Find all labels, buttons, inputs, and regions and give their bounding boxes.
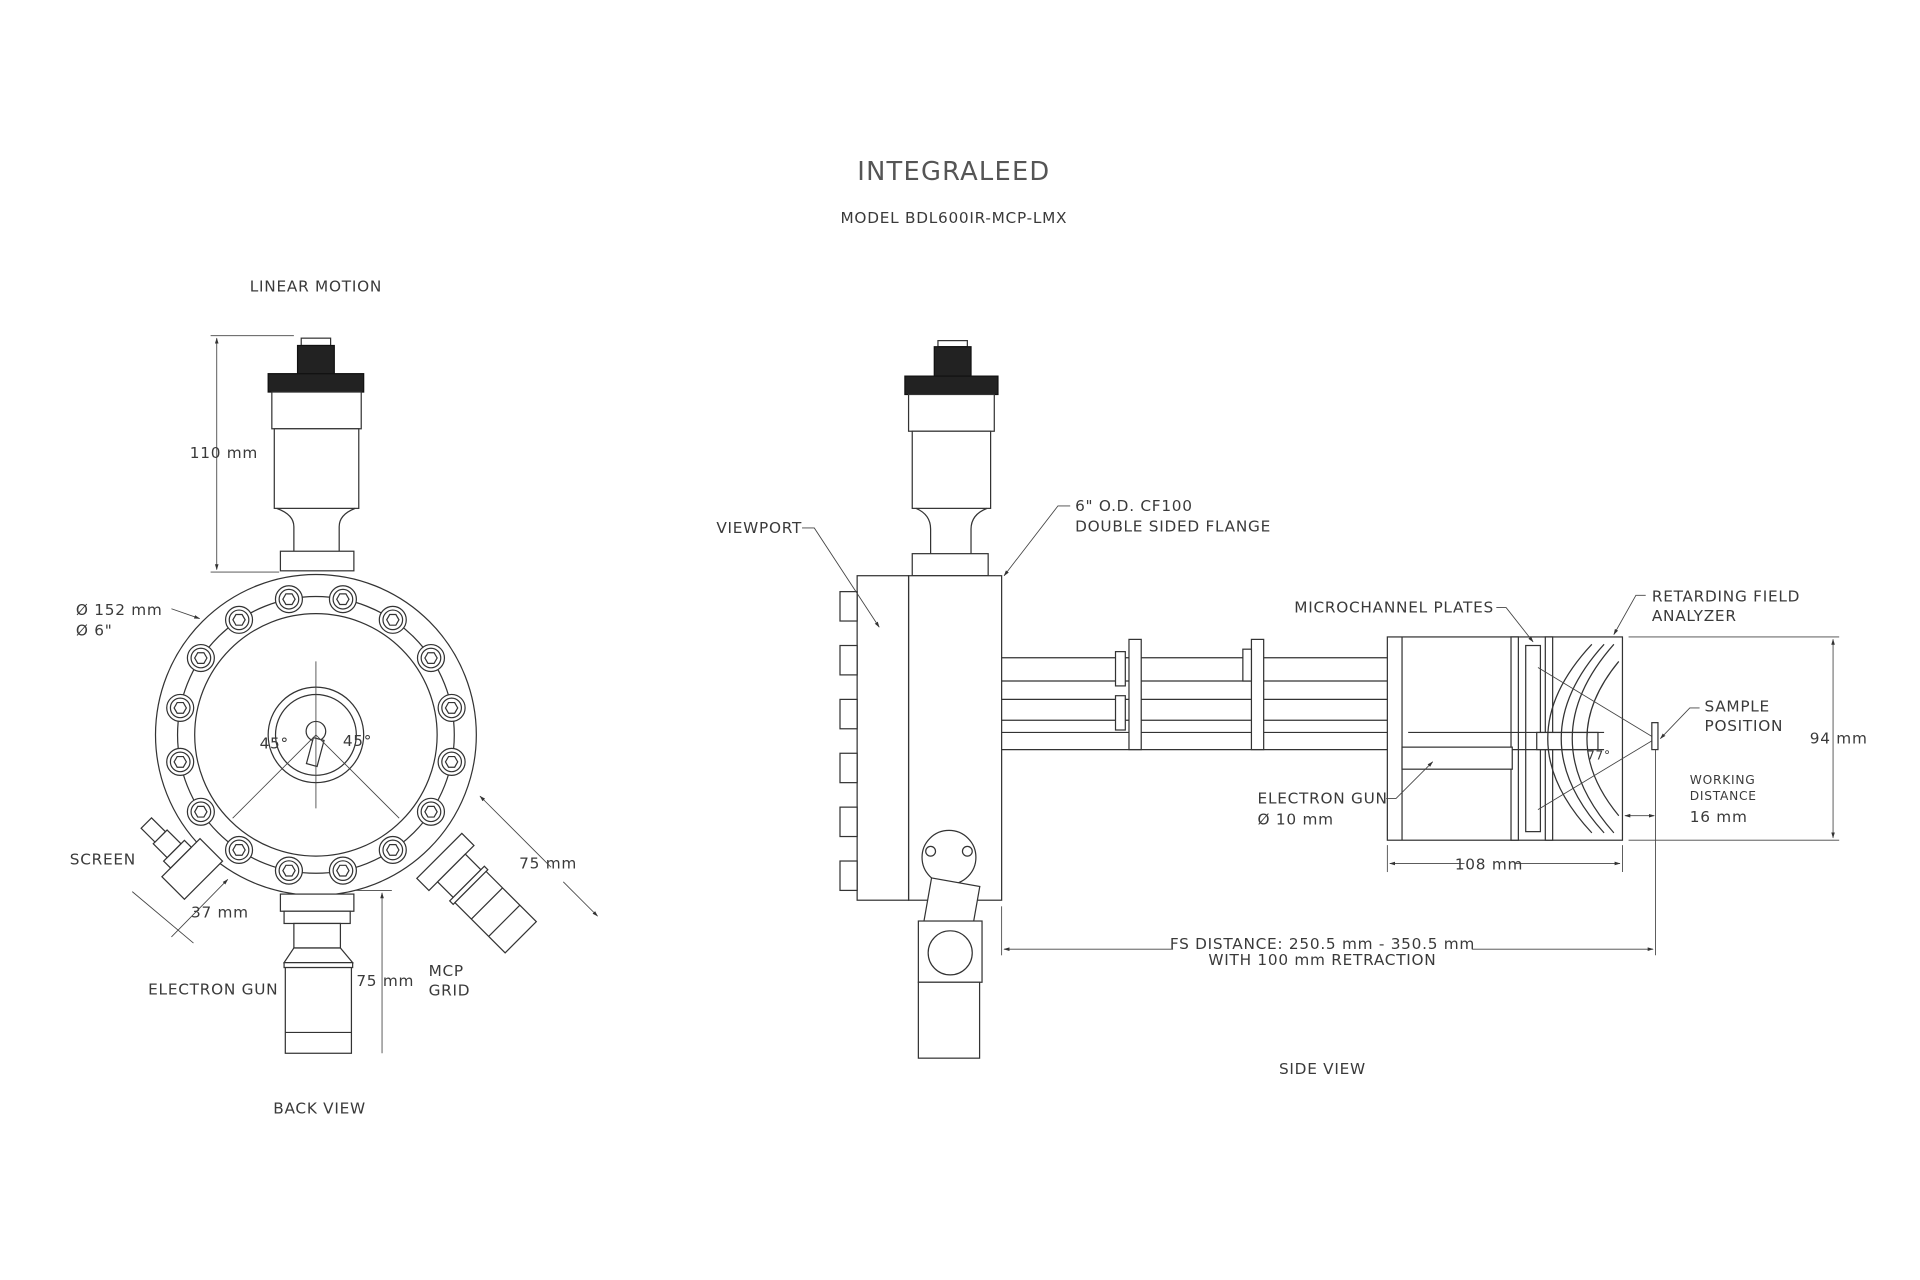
- dim-37mm: 37 mm: [191, 903, 249, 921]
- flange-label-1: 6" O.D. CF100: [1075, 497, 1193, 515]
- cf-flange-back: 45° 45°: [154, 573, 477, 896]
- gun-label-2: Ø 10 mm: [1258, 810, 1334, 828]
- bolt-icon: [224, 605, 254, 634]
- viewport-flange: [856, 575, 910, 901]
- sample-label-1: SAMPLE: [1704, 698, 1769, 716]
- bolt-icon: [437, 693, 466, 722]
- bolt-icon: [166, 747, 195, 776]
- dim-108mm: 108 mm: [1455, 856, 1523, 874]
- viewport-label: VIEWPORT: [716, 519, 802, 537]
- bolt-icon: [186, 797, 215, 826]
- dim-75mm-mcp: 75 mm: [519, 854, 577, 872]
- viewport-bolt-icon: [839, 591, 858, 622]
- dim-94mm: 94 mm: [1810, 729, 1868, 747]
- viewport-bolts: [839, 591, 858, 892]
- back-view: LINEAR MOTION 110 mm: [70, 278, 598, 1117]
- electron-gun-label: ELECTRON GUN: [148, 980, 278, 998]
- mcp-label: MICROCHANNEL PLATES: [1294, 598, 1494, 616]
- mcp-label-1: MCP: [429, 962, 464, 980]
- viewport-bolt-icon: [839, 752, 858, 784]
- diameter-mm: Ø 152 mm: [76, 601, 163, 619]
- diameter-in: Ø 6": [76, 622, 113, 640]
- retarding-field-analyzer: 77°: [1386, 636, 1659, 841]
- screen-label: SCREEN: [70, 851, 136, 869]
- electron-gun-side: [917, 829, 983, 1059]
- dim-110mm: 110 mm: [190, 444, 258, 462]
- bolt-icon: [328, 585, 357, 614]
- bolt-icon: [437, 747, 466, 776]
- bolt-icon: [378, 605, 407, 634]
- bolt-icon: [378, 835, 407, 865]
- screen-port: [140, 816, 224, 901]
- dim-75mm-gun: 75 mm: [356, 972, 414, 990]
- fs-retraction: WITH 100 mm RETRACTION: [1208, 951, 1436, 969]
- rfa-label-1: RETARDING FIELD: [1652, 587, 1800, 605]
- flange-label-2: DOUBLE SIDED FLANGE: [1075, 518, 1271, 536]
- linear-motion-label: LINEAR MOTION: [250, 278, 382, 296]
- bolt-icon: [328, 856, 357, 885]
- viewport-bolt-icon: [839, 698, 858, 730]
- bolt-icon: [224, 835, 254, 865]
- fs-distance: FS DISTANCE: 250.5 mm - 350.5 mm: [1170, 935, 1475, 953]
- working-distance-1: WORKING: [1690, 773, 1756, 787]
- side-view: VIEWPORT 6" O.D. CF100 DOUBLE SIDED FLAN…: [716, 339, 1868, 1078]
- electron-gun-back: [279, 893, 355, 1054]
- angle-77: 77°: [1587, 748, 1611, 762]
- sample-label-2: POSITION: [1704, 717, 1783, 735]
- mcp-label-2: GRID: [429, 982, 471, 1000]
- bolt-icon: [186, 643, 215, 673]
- viewport-bolt-icon: [839, 806, 858, 838]
- bolt-icon: [416, 797, 446, 826]
- angle-right-45: 45°: [343, 732, 372, 750]
- linear-motion-side: [904, 339, 999, 577]
- drawing-title: INTEGRALEED: [857, 157, 1050, 187]
- rfa-label-2: ANALYZER: [1652, 607, 1737, 625]
- working-distance-2: DISTANCE: [1690, 789, 1757, 803]
- bolt-icon: [166, 693, 195, 722]
- gun-label-1: ELECTRON GUN: [1258, 789, 1388, 807]
- bolt-icon: [274, 585, 304, 614]
- mcp-grid-port: [415, 832, 538, 954]
- working-distance-value: 16 mm: [1690, 808, 1748, 826]
- support-rods: [1001, 638, 1403, 751]
- linear-motion-actuator: [267, 337, 365, 572]
- bolt-icon: [416, 643, 446, 673]
- back-view-label: BACK VIEW: [273, 1099, 366, 1117]
- model-number: MODEL BDL600IR-MCP-LMX: [841, 209, 1068, 227]
- viewport-bolt-icon: [839, 644, 858, 676]
- angle-left-45: 45°: [260, 734, 289, 752]
- viewport-bolt-icon: [839, 860, 858, 892]
- bolt-icon: [274, 856, 304, 885]
- side-view-label: SIDE VIEW: [1279, 1060, 1366, 1078]
